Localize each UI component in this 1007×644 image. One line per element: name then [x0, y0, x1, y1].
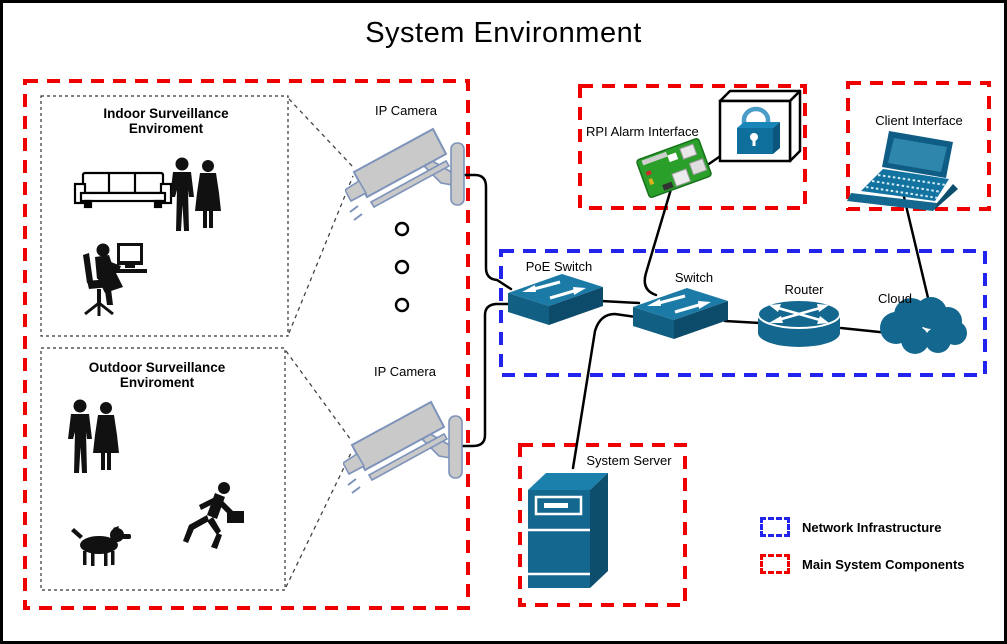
legend-network-label: Network Infrastructure	[802, 519, 942, 535]
legend-main-label: Main System Components	[802, 556, 965, 572]
legend-network-row: Network Infrastructure	[760, 517, 941, 537]
outdoor-zone-title: Outdoor Surveillance Enviroment	[89, 360, 226, 390]
laptop-icon	[847, 131, 958, 211]
ip-camera-bottom-label: IP Camera	[374, 364, 436, 379]
cable-switch-server	[571, 312, 645, 470]
dog-icon	[71, 526, 131, 566]
router-icon	[757, 299, 841, 347]
ip-camera-bottom-icon	[343, 401, 463, 494]
cable-camera1-poe	[459, 173, 513, 291]
outdoor-zone-border	[40, 347, 286, 591]
page-title: System Environment	[365, 17, 642, 49]
camera-fov-lines	[285, 98, 354, 588]
cable-client-cloud	[902, 195, 931, 304]
legend-main-swatch	[760, 554, 790, 574]
cable-rpi-switch	[643, 187, 673, 297]
cable-camera2-poe	[457, 302, 511, 448]
main-components-box	[23, 79, 470, 610]
cable-poe-switch	[599, 299, 641, 305]
cloud-icon	[880, 297, 967, 354]
outdoor-woman-icon	[93, 402, 119, 470]
indoor-zone-title-line2: Enviroment	[128, 121, 204, 136]
outdoor-man-icon	[68, 399, 92, 473]
sofa-icon	[73, 171, 173, 209]
router-label: Router	[784, 282, 824, 297]
server-icon	[528, 473, 608, 588]
legend-network-swatch	[760, 517, 790, 537]
outdoor-zone-title-line1: Outdoor Surveillance	[88, 360, 226, 375]
indoor-zone-title-line1: Indoor Surveillance	[103, 106, 229, 121]
alarm-box-icon	[718, 89, 802, 163]
server-box-border	[518, 443, 687, 607]
ip-camera-top-icon	[345, 128, 465, 221]
indoor-man-icon	[170, 157, 194, 231]
boundary-boxes	[23, 79, 991, 610]
indoor-woman-icon	[195, 160, 221, 228]
more-cameras-dots	[394, 221, 410, 313]
indoor-zone-title: Indoor Surveillance Enviroment	[103, 106, 228, 136]
diagram-canvas	[23, 79, 991, 610]
rpi-alarm-box-border	[578, 84, 807, 210]
cable-switch-router	[723, 319, 762, 325]
legend-main-row: Main System Components	[760, 554, 965, 574]
switch-label: Switch	[674, 270, 714, 285]
client-label: Client Interface	[875, 113, 963, 128]
raspberry-pi-icon	[636, 138, 712, 198]
rpi-label: RPI Alarm Interface	[586, 124, 699, 139]
switch-icon	[633, 288, 728, 340]
ip-camera-top-label: IP Camera	[375, 103, 437, 118]
indoor-zone-border	[40, 95, 289, 337]
poe-switch-icon	[508, 274, 603, 326]
server-label: System Server	[586, 453, 672, 468]
network-infrastructure-box	[499, 249, 987, 377]
running-man-icon	[183, 482, 244, 549]
person-at-computer-icon	[83, 243, 147, 316]
poe-switch-label: PoE Switch	[525, 259, 593, 274]
cloud-label: Cloud	[878, 291, 912, 306]
outdoor-zone-title-line2: Enviroment	[119, 375, 195, 390]
padlock-icon	[737, 106, 780, 154]
